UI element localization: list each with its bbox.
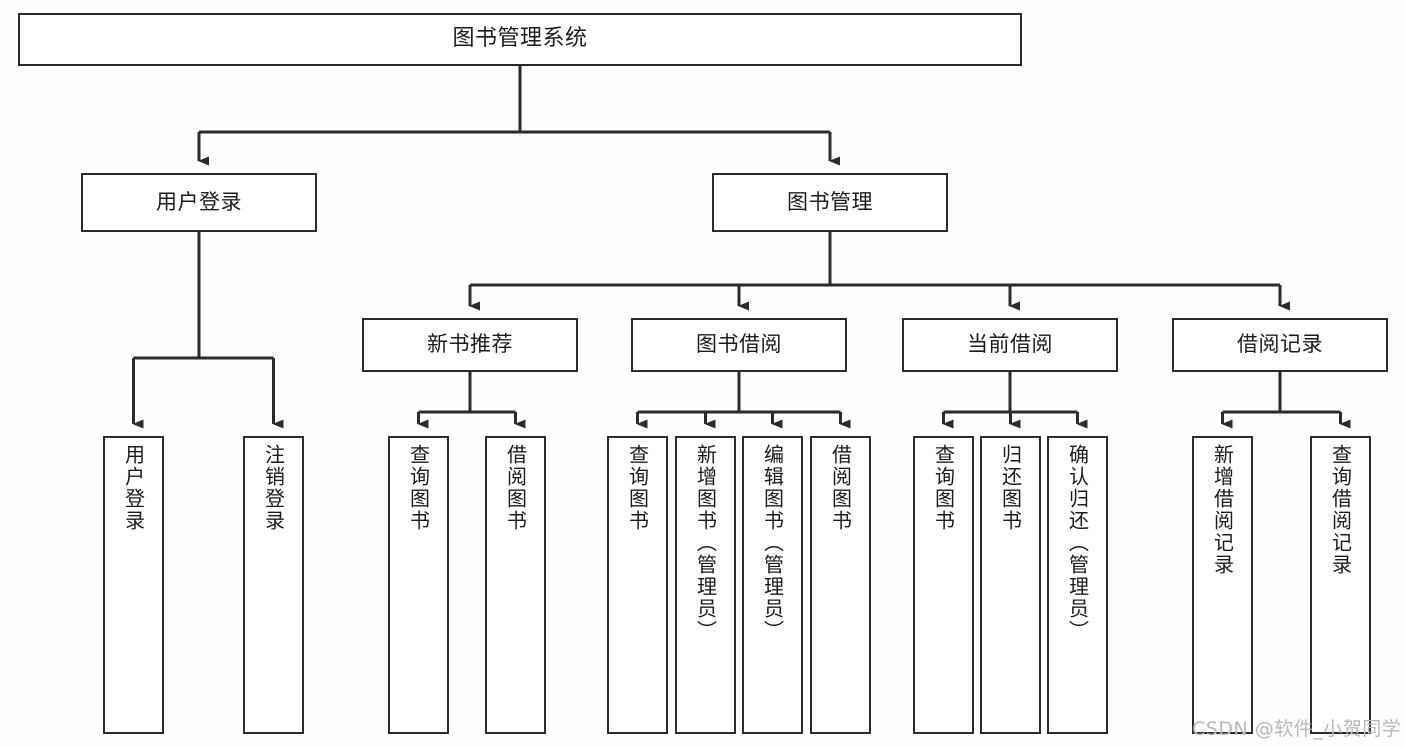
node-leaf-leaf_query_book_b[interactable]: 查询图书: [607, 436, 668, 734]
node-leaf-leaf_logout[interactable]: 注销登录: [243, 436, 304, 734]
node-leaf-leaf_confirm_return[interactable]: 确认归还（管理员）: [1047, 436, 1108, 734]
node-leaf-leaf_query_record[interactable]: 查询借阅记录: [1310, 436, 1371, 734]
node-level2-current_borrow[interactable]: 当前借阅: [902, 318, 1118, 372]
node-leaf-leaf_add_record[interactable]: 新增借阅记录: [1192, 436, 1253, 734]
node-leaf-leaf_borrow_book_b[interactable]: 借阅图书: [810, 436, 871, 734]
node-root-图书管理系统[interactable]: 图书管理系统: [18, 13, 1022, 66]
node-leaf-leaf_add_book[interactable]: 新增图书（管理员）: [675, 436, 736, 734]
node-label: 借阅记录: [1237, 332, 1323, 357]
node-leaf-leaf_return_book[interactable]: 归还图书: [980, 436, 1041, 734]
node-level1-book_manage[interactable]: 图书管理: [712, 173, 948, 232]
node-label: 查询图书: [931, 444, 956, 532]
node-leaf-leaf_borrow_book_a[interactable]: 借阅图书: [485, 436, 546, 734]
node-label: 编辑图书（管理员）: [760, 444, 785, 642]
node-leaf-leaf_user_login[interactable]: 用户登录: [103, 436, 164, 734]
node-label: 新书推荐: [427, 332, 513, 357]
node-label: 当前借阅: [967, 332, 1053, 357]
node-label: 图书管理: [787, 189, 873, 214]
node-label: 查询图书: [406, 444, 431, 532]
node-level1-user_login[interactable]: 用户登录: [81, 173, 317, 232]
node-label: 借阅图书: [503, 444, 528, 532]
node-label: 图书管理系统: [452, 26, 588, 52]
node-level2-new_book_rec[interactable]: 新书推荐: [362, 318, 578, 372]
node-label: 确认归还（管理员）: [1065, 444, 1090, 642]
node-label: 用户登录: [156, 189, 242, 214]
node-leaf-leaf_query_book_c[interactable]: 查询图书: [913, 436, 974, 734]
node-label: 查询图书: [625, 444, 650, 532]
node-label: 图书借阅: [696, 332, 782, 357]
node-label: 借阅图书: [828, 444, 853, 532]
node-leaf-leaf_edit_book[interactable]: 编辑图书（管理员）: [742, 436, 803, 734]
node-label: 查询借阅记录: [1328, 444, 1353, 576]
node-label: 新增图书（管理员）: [693, 444, 718, 642]
node-leaf-leaf_query_book_a[interactable]: 查询图书: [388, 436, 449, 734]
node-level2-borrow_record[interactable]: 借阅记录: [1172, 318, 1388, 372]
node-label: 用户登录: [121, 444, 146, 532]
node-label: 归还图书: [998, 444, 1023, 532]
node-label: 新增借阅记录: [1210, 444, 1235, 576]
node-label: 注销登录: [261, 444, 286, 532]
watermark-text: CSDN @软件_小贺同学: [1192, 718, 1402, 740]
node-level2-book_borrow[interactable]: 图书借阅: [631, 318, 847, 372]
